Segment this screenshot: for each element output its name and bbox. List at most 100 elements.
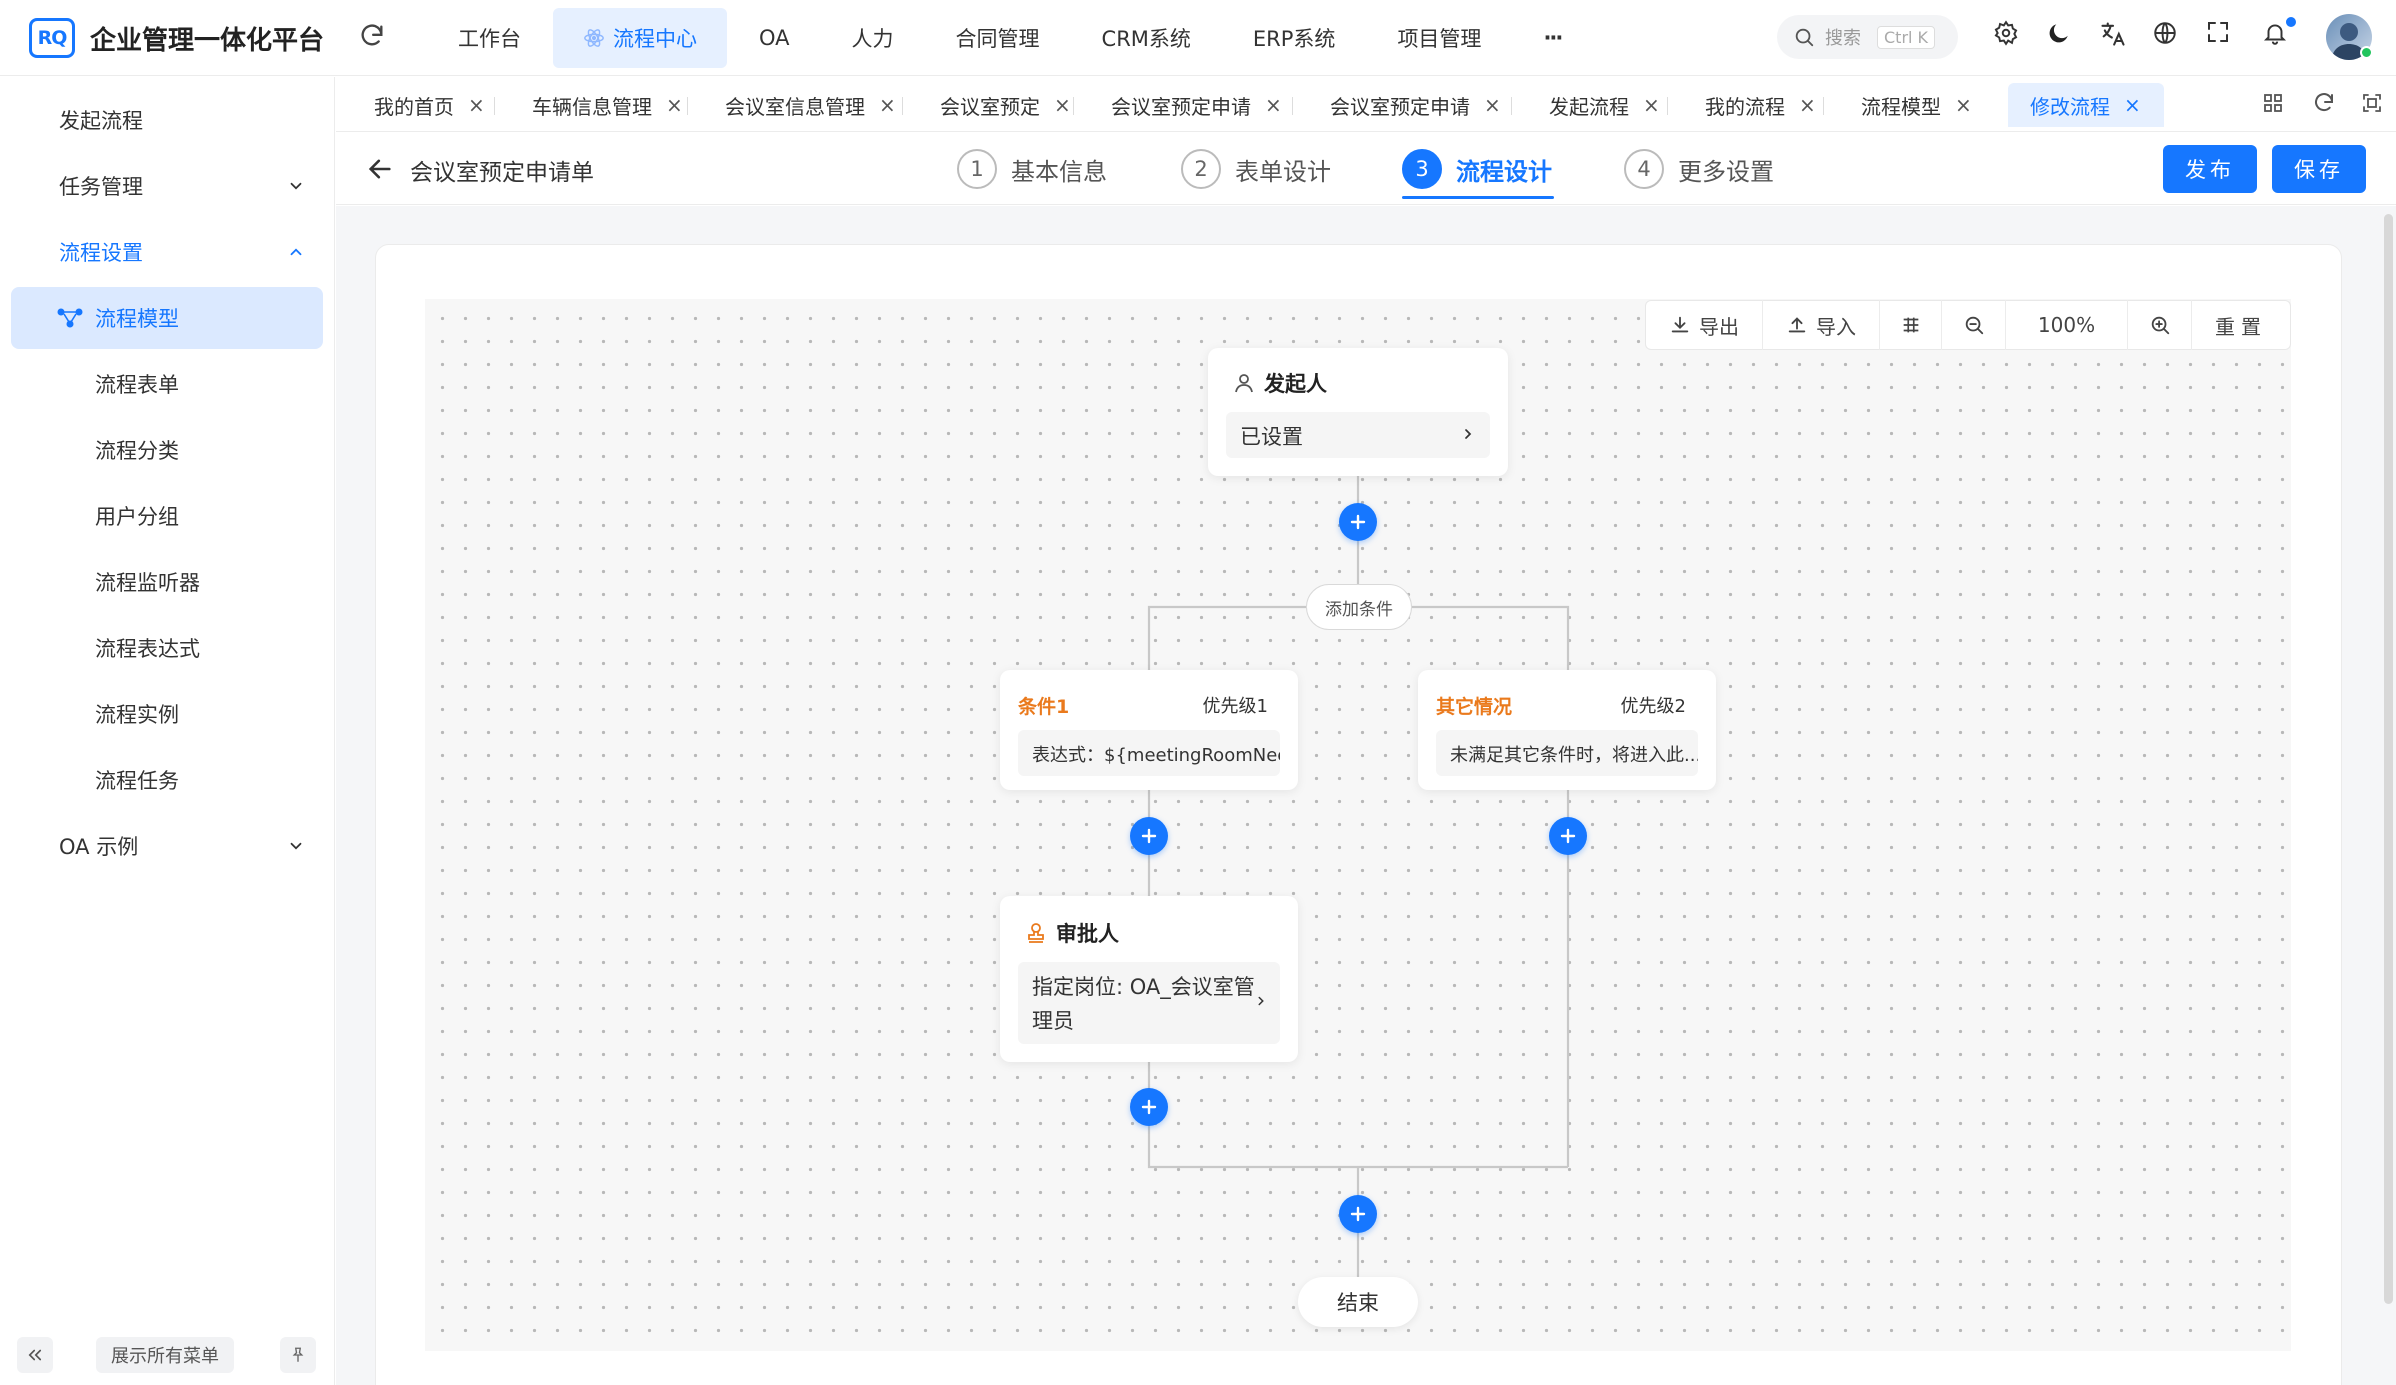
user-icon [1232, 371, 1256, 395]
sidebar-item-process-task[interactable]: 流程任务 [95, 769, 179, 793]
back-arrow-icon[interactable] [366, 155, 394, 183]
plus-icon [1141, 1099, 1157, 1115]
sidebar-item-task-management[interactable]: 任务管理 [0, 155, 335, 217]
add-condition-button[interactable]: 添加条件 [1306, 584, 1412, 630]
sidebar-item-process-expression[interactable]: 流程表达式 [95, 637, 200, 661]
close-icon[interactable]: × [2124, 93, 2141, 117]
tab-my-process[interactable]: 我的流程× [1705, 93, 1816, 119]
globe-icon[interactable] [2152, 20, 2178, 46]
fullscreen-icon[interactable] [2206, 20, 2230, 44]
sidebar-item-process-instance[interactable]: 流程实例 [95, 703, 179, 727]
import-button[interactable]: 导入 [1763, 300, 1880, 350]
tab-edit-process[interactable]: 修改流程× [2008, 83, 2164, 127]
app-title: 企业管理一体化平台 [90, 26, 325, 56]
close-icon[interactable]: × [1265, 93, 1282, 117]
condition-priority: 优先级1 [1202, 696, 1268, 717]
refresh-icon[interactable] [358, 22, 386, 50]
zoom-out-button[interactable] [1942, 300, 2006, 350]
notification-bell-icon[interactable] [2262, 20, 2288, 46]
tab-grid-icon[interactable] [2261, 91, 2285, 115]
export-button[interactable]: 导出 [1646, 300, 1763, 350]
close-icon[interactable]: × [1484, 93, 1501, 117]
step-process-design[interactable]: 3 流程设计 [1402, 149, 1552, 189]
zoom-in-button[interactable] [2128, 300, 2192, 350]
page-scrollbar[interactable] [2384, 214, 2393, 1304]
nav-oa[interactable]: OA [759, 26, 790, 50]
condition-expression: 未满足其它条件时，将进入此... [1436, 730, 1698, 776]
tab-refresh-icon[interactable] [2312, 91, 2336, 115]
pin-sidebar-button[interactable] [280, 1337, 316, 1373]
step-basic-info[interactable]: 1 基本信息 [957, 149, 1107, 189]
step-form-design[interactable]: 2 表单设计 [1181, 149, 1331, 189]
plus-icon [1350, 1206, 1366, 1222]
nav-contract[interactable]: 合同管理 [955, 27, 1040, 51]
tab-divider [1073, 97, 1074, 115]
reset-button[interactable]: 重置 [2215, 314, 2267, 339]
upload-icon [1786, 314, 1808, 336]
sidebar-item-process-settings[interactable]: 流程设置 [0, 221, 335, 283]
dark-mode-icon[interactable] [2046, 20, 2072, 46]
add-node-button[interactable] [1339, 1195, 1377, 1233]
search-box[interactable]: 搜索 Ctrl K [1777, 15, 1958, 59]
sidebar-item-user-group[interactable]: 用户分组 [95, 505, 179, 529]
page-header: 会议室预定申请单 1 基本信息 2 表单设计 3 流程设计 4 更多设置 发布 … [336, 133, 2396, 205]
tab-divider [1667, 97, 1668, 115]
tab-bar: 我的首页× 车辆信息管理× 会议室信息管理× 会议室预定× 会议室预定申请× 会… [336, 77, 2396, 132]
initiator-node[interactable]: 发起人 已设置 [1208, 348, 1508, 476]
sidebar-item-process-category[interactable]: 流程分类 [95, 439, 179, 463]
add-node-button[interactable] [1130, 1088, 1168, 1126]
sidebar-item-oa-example[interactable]: OA 示例 [0, 815, 335, 877]
app-logo[interactable]: RQ [29, 18, 75, 58]
nav-workbench[interactable]: 工作台 [458, 27, 521, 51]
close-icon[interactable]: × [1643, 93, 1660, 117]
collapse-sidebar-button[interactable] [17, 1337, 53, 1373]
nav-project[interactable]: 项目管理 [1397, 27, 1482, 51]
sidebar-item-process-form[interactable]: 流程表单 [95, 373, 179, 397]
save-button[interactable]: 保存 [2272, 145, 2366, 193]
tab-meeting-room-request-1[interactable]: 会议室预定申请× [1111, 93, 1282, 119]
add-node-button[interactable] [1339, 503, 1377, 541]
close-icon[interactable]: × [1799, 93, 1816, 117]
publish-button[interactable]: 发布 [2163, 145, 2257, 193]
close-icon[interactable]: × [1955, 93, 1972, 117]
condition-node-1[interactable]: 条件1 优先级1 表达式：${meetingRoomNeed... [1000, 670, 1298, 790]
tab-meeting-room-info[interactable]: 会议室信息管理× [725, 93, 896, 119]
initiator-setting[interactable]: 已设置 [1226, 412, 1490, 458]
user-avatar[interactable] [2326, 14, 2372, 60]
tab-process-model[interactable]: 流程模型× [1861, 93, 1972, 119]
settings-icon[interactable] [1993, 20, 2019, 46]
close-icon[interactable]: × [468, 93, 485, 117]
approver-setting[interactable]: 指定岗位: OA_会议室管 理员 [1018, 962, 1280, 1044]
top-header: RQ 企业管理一体化平台 工作台 流程中心 OA 人力 合同管理 CRM系统 E… [0, 0, 2396, 76]
nav-crm[interactable]: CRM系统 [1101, 27, 1191, 51]
sidebar-item-process-model[interactable]: 流程模型 [11, 287, 323, 349]
show-all-menu-button[interactable]: 展示所有菜单 [96, 1337, 234, 1373]
nav-hr[interactable]: 人力 [851, 27, 894, 51]
zoom-level: 100% [2006, 300, 2128, 350]
tab-vehicle-info[interactable]: 车辆信息管理× [532, 93, 683, 119]
fit-view-button[interactable] [1880, 300, 1942, 350]
tab-home[interactable]: 我的首页× [374, 93, 485, 119]
translate-icon[interactable] [2099, 20, 2127, 48]
tab-divider [902, 97, 903, 115]
chevron-right-icon [1254, 994, 1268, 1008]
close-icon[interactable]: × [666, 93, 683, 117]
close-icon[interactable]: × [879, 93, 896, 117]
sidebar-item-process-listener[interactable]: 流程监听器 [95, 571, 200, 595]
add-node-button[interactable] [1549, 817, 1587, 855]
tab-meeting-room-booking[interactable]: 会议室预定× [940, 93, 1071, 119]
plus-icon [1350, 514, 1366, 530]
tab-start-process[interactable]: 发起流程× [1549, 93, 1660, 119]
tab-meeting-room-request-2[interactable]: 会议室预定申请× [1330, 93, 1501, 119]
add-node-button[interactable] [1130, 817, 1168, 855]
sidebar-item-start-process[interactable]: 发起流程 [59, 109, 143, 133]
close-icon[interactable]: × [1054, 93, 1071, 117]
step-more-settings[interactable]: 4 更多设置 [1624, 149, 1774, 189]
nav-erp[interactable]: ERP系统 [1252, 27, 1336, 51]
tab-maximize-icon[interactable] [2360, 91, 2384, 115]
nav-more[interactable]: ··· [1543, 26, 1563, 50]
nav-process-center[interactable]: 流程中心 [553, 8, 727, 68]
approver-node[interactable]: 审批人 指定岗位: OA_会议室管 理员 [1000, 896, 1298, 1062]
condition-node-2[interactable]: 其它情况 优先级2 未满足其它条件时，将进入此... [1418, 670, 1716, 790]
chevron-up-icon [287, 243, 305, 261]
